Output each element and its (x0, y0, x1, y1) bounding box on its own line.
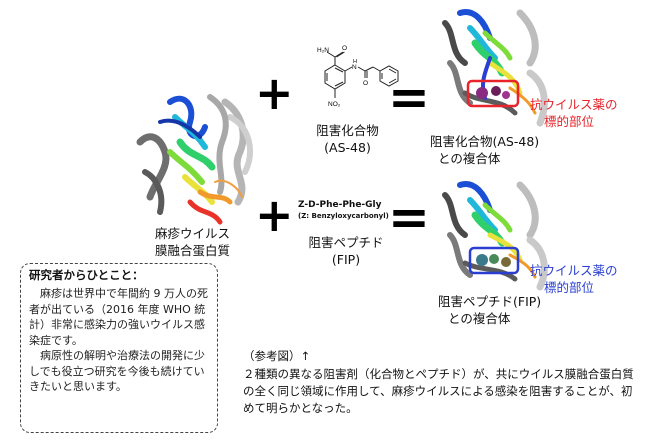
measles-protein-label: 麻疹ウイルス 膜融合蛋白質 (155, 225, 230, 259)
amine-n-text: N (352, 64, 357, 71)
researcher-comment-para2: 病原性の解明や治療法の開発に少しでも役立つ研究を今後も続けていきたいと思います。 (29, 348, 213, 395)
compound-structure: H₂N O N H O NO₂ (305, 40, 420, 120)
reference-caption: ２種類の異なる阻害剤（化合物とペプチド）が、共にウイルス膜融合蛋白質の全く同じ領… (243, 366, 643, 417)
amide-o-text: O (342, 45, 347, 52)
peptide-sequence: Z-D-Phe-Phe-Gly (Z: Benzyloxycarbonyl) (298, 200, 389, 222)
amine-h-text: H (353, 59, 357, 65)
researcher-comment-box: 研究者からひとこと： 麻疹は世界中で年間約 9 万人の死者が出ている（2016 … (20, 263, 218, 433)
peptide-label: 阻害ペプチド (FIP) (300, 234, 392, 268)
reference-title: （参考図）↑ (243, 348, 310, 364)
carbonyl-o-text: O (363, 80, 368, 87)
complex-peptide-label: 阻害ペプチド(FIP) との複合体 (438, 293, 541, 327)
nitro-text: NO₂ (328, 101, 341, 108)
compound-code: (AS-48) (305, 139, 390, 156)
peptide-z-group: (Z: Benzyloxycarbonyl) (298, 211, 389, 222)
researcher-comment-title: 研究者からひとこと： (29, 267, 144, 283)
equals-sign-bottom: = (388, 192, 430, 242)
complex-compound-line2: との複合体 (430, 150, 539, 167)
target-site-label-blue-line2: 標的部位 (530, 279, 618, 296)
measles-fusion-protein-image (130, 82, 262, 232)
target-site-label-red-line1: 抗ウイルス薬の (530, 96, 618, 113)
amide-nh2-text: H₂N (317, 47, 329, 54)
researcher-comment-para1: 麻疹は世界中で年間約 9 万人の死者が出ている（2016 年度 WHO 統計）非… (29, 286, 213, 348)
complex-peptide-line2: との複合体 (438, 310, 541, 327)
measles-protein-label-line2: 膜融合蛋白質 (155, 242, 230, 259)
target-site-label-red: 抗ウイルス薬の 標的部位 (530, 96, 618, 130)
compound-name: 阻害化合物 (305, 122, 390, 139)
plus-sign-top: + (255, 70, 294, 116)
compound-label: 阻害化合物 (AS-48) (305, 122, 390, 156)
complex-peptide-line1: 阻害ペプチド(FIP) (438, 293, 541, 310)
target-site-label-blue-line1: 抗ウイルス薬の (530, 262, 618, 279)
peptide-sequence-text: Z-D-Phe-Phe-Gly (298, 200, 389, 211)
peptide-name: 阻害ペプチド (300, 234, 392, 251)
researcher-comment-body: 麻疹は世界中で年間約 9 万人の死者が出ている（2016 年度 WHO 統計）非… (29, 286, 213, 395)
complex-compound-line1: 阻害化合物(AS-48) (430, 133, 539, 150)
measles-protein-label-line1: 麻疹ウイルス (155, 225, 230, 242)
complex-compound-label: 阻害化合物(AS-48) との複合体 (430, 133, 539, 167)
peptide-code: (FIP) (300, 251, 392, 268)
target-site-label-blue: 抗ウイルス薬の 標的部位 (530, 262, 618, 296)
target-site-label-red-line2: 標的部位 (530, 113, 618, 130)
plus-sign-bottom: + (255, 192, 294, 238)
